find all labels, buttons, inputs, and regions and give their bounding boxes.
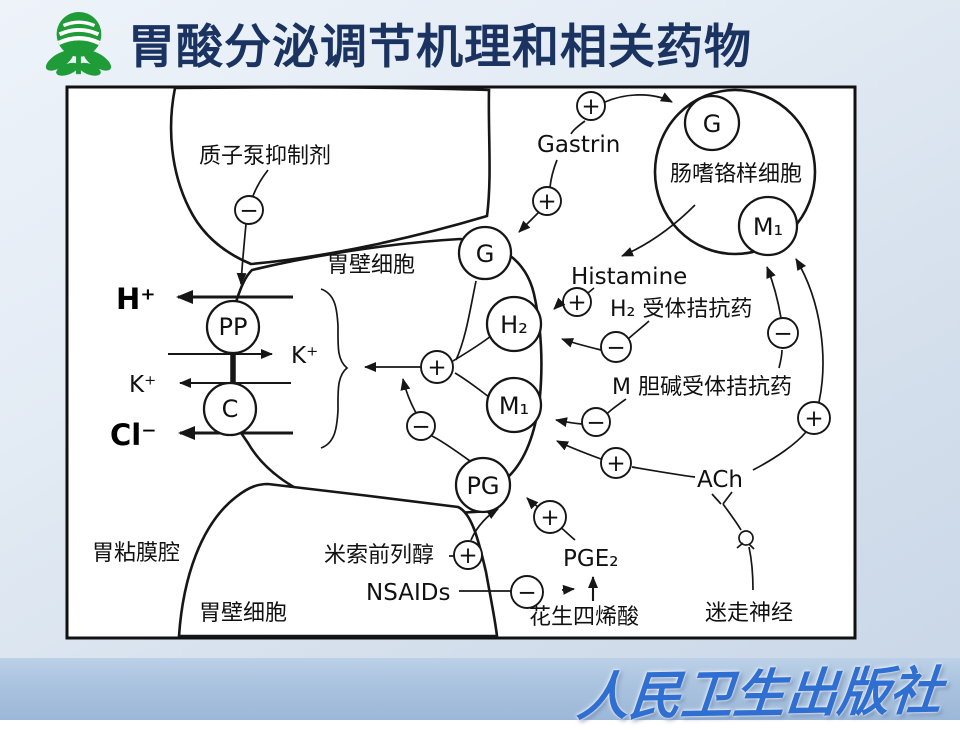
ecl-receptor-g-label: G	[703, 110, 722, 138]
ion-group-brace	[320, 288, 349, 449]
label-mucosal-cavity: 胃粘膜腔	[92, 541, 180, 566]
m1-pathway-line	[454, 372, 490, 398]
receptor-m1-node	[485, 376, 543, 434]
gastrin-to-ecl-arrow	[604, 92, 673, 103]
pg-to-minus-line	[431, 435, 471, 462]
sign-minus-nsaids	[510, 575, 544, 609]
label-histamine: Histamine	[571, 264, 687, 290]
publisher-watermark: 人民卫生出版社	[574, 660, 945, 729]
svg-text:−: −	[586, 410, 605, 436]
label-arachidonic-acid: 花生四烯酸	[529, 605, 639, 630]
label-gastrin: Gastrin	[537, 132, 620, 158]
pump-c-label: C	[222, 395, 239, 423]
ecl-receptor-m1-node	[737, 195, 799, 257]
m-antagonist-ecl-arrow	[766, 266, 782, 319]
proton-pump-node	[205, 299, 261, 355]
ach-to-m1-arrow	[556, 440, 602, 460]
nerve-ending-icon	[738, 530, 754, 546]
receptor-g-label: G	[476, 240, 495, 268]
gastrin-link-line	[549, 159, 558, 188]
svg-text:+: +	[458, 543, 477, 569]
ach-link-line	[631, 466, 696, 478]
lower-cell-outline	[177, 482, 499, 638]
label-misoprostol: 米索前列醇	[324, 543, 434, 568]
m-antagonist-arrow	[555, 417, 583, 428]
svg-text:+: +	[606, 451, 625, 477]
sign-plus-stimulation	[420, 350, 454, 384]
label-ppi: 质子泵抑制剂	[199, 144, 331, 169]
svg-text:−: −	[606, 335, 625, 361]
svg-text:+: +	[427, 355, 446, 381]
g-pathway-line	[455, 280, 477, 361]
vagus-lower-line	[748, 546, 754, 591]
receptor-h2-node	[485, 295, 543, 353]
ecl-receptor-m1-label: M₁	[753, 213, 783, 241]
svg-text:+: +	[804, 406, 823, 432]
sign-minus-m-antagonist	[581, 407, 611, 437]
chloride-channel-node	[202, 381, 258, 437]
ecl-receptor-g-node	[683, 94, 741, 152]
label-cl-ion: Cl⁻	[110, 418, 157, 452]
label-nsaids: NSAIDs	[366, 580, 450, 606]
label-ach: ACh	[697, 467, 743, 493]
histamine-to-h2-arrow	[553, 297, 566, 310]
ach-ecl-link	[752, 431, 807, 471]
sign-minus-pg-pathway	[406, 411, 436, 441]
svg-text:+: +	[567, 290, 586, 316]
receptor-g-node	[457, 225, 513, 281]
sign-plus-gastrin-ecl	[576, 91, 606, 121]
ach-to-ecl-arrow	[795, 258, 824, 403]
pump-pp-label: PP	[219, 313, 248, 341]
label-m-antagonist: M 胆碱受体拮抗药	[612, 375, 792, 400]
h2-pathway-line	[452, 335, 492, 362]
receptor-pg-label: PG	[466, 472, 499, 500]
label-parietal-cell-bottom: 胃壁细胞	[199, 601, 287, 626]
gastrin-to-g-arrow	[518, 211, 540, 233]
sign-plus-ach-m1	[600, 447, 632, 479]
misoprostol-to-pg-arrow	[470, 508, 499, 541]
ppi-inhibit-arrow	[236, 223, 247, 285]
ppi-link-line	[252, 169, 269, 197]
slide-title: 胃酸分泌调节机理和相关药物	[128, 20, 752, 75]
h2-antagonist-arrow	[561, 338, 602, 351]
sign-plus-gastrin-g	[532, 186, 562, 216]
label-vagus-nerve: 迷走神经	[705, 601, 793, 626]
pg-inhibit-arrow	[400, 378, 417, 414]
gastrin-hook-line	[570, 120, 586, 135]
receptor-m1-label: M₁	[499, 392, 529, 420]
sign-plus-misoprostol	[453, 540, 483, 570]
label-pge2: PGE₂	[563, 546, 618, 572]
publisher-plant-logo-icon	[33, 10, 123, 80]
label-h2-antagonist: H₂ 受体拮抗药	[610, 297, 752, 322]
svg-text:+: +	[540, 505, 559, 531]
label-k-ion-left: K⁺	[129, 372, 156, 398]
svg-text:−: −	[517, 580, 536, 606]
svg-text:−: −	[773, 321, 792, 347]
nerve-ending-ticks	[736, 542, 755, 550]
receptor-pg-node	[454, 456, 512, 514]
label-h-ion: H⁺	[116, 282, 156, 316]
label-k-ion-right: K⁺	[291, 343, 318, 369]
pge2-to-pg-arrow	[526, 497, 539, 510]
ach-release-fork	[711, 491, 733, 505]
sign-minus-ppi	[234, 195, 264, 225]
label-ecl-cell: 肠嗜铬样细胞	[670, 162, 802, 187]
ecl-to-histamine-arrow	[621, 204, 696, 257]
svg-text:+: +	[537, 189, 556, 215]
sign-plus-ach-ecl	[797, 401, 831, 435]
receptor-h2-label: H₂	[500, 311, 528, 339]
svg-text:−: −	[411, 414, 430, 440]
sign-minus-m-antagonist-ecl	[767, 317, 799, 349]
nsaids-block-arrow	[561, 584, 575, 595]
sign-minus-h2-antagonist	[600, 331, 632, 363]
footer-band	[0, 658, 960, 720]
label-parietal-cell-top: 胃壁细胞	[327, 253, 415, 278]
vagus-upper-line	[722, 503, 742, 531]
svg-text:−: −	[239, 198, 258, 224]
sign-plus-pge2	[533, 500, 567, 534]
m-antagonist-ecl-link	[778, 349, 783, 369]
svg-text:+: +	[581, 94, 600, 120]
